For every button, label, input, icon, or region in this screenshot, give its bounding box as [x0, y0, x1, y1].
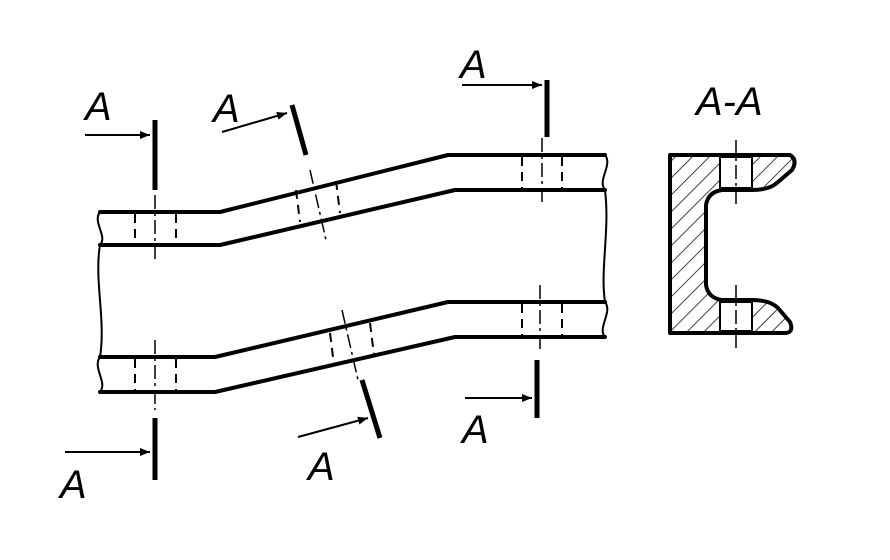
upper-flange-top-edge: [98, 153, 607, 214]
label-a-top-right: A: [458, 43, 487, 87]
lower-flange-holes: [134, 304, 563, 390]
label-a-top-left: A: [83, 85, 112, 129]
channel-section-hatched: [668, 153, 797, 335]
section-a-a-profile: [668, 140, 797, 348]
arrow-top-middle: [221, 111, 288, 133]
lower-flange-bottom-edge: [98, 335, 607, 394]
lower-flange-top-edge: [98, 300, 607, 359]
label-a-bottom-left: A: [58, 463, 87, 507]
labels: A A A A A A A-A: [58, 43, 763, 507]
upper-flange-bottom-edge: [98, 188, 607, 247]
section-upper-hole: [719, 156, 753, 189]
hole-center-lines: [154, 138, 543, 410]
cut-mark-top-middle: [289, 104, 309, 156]
cut-mark-bottom-middle: [359, 379, 383, 439]
section-marks: [65, 80, 550, 480]
label-a-bottom-middle: A: [306, 445, 335, 489]
arrow-bottom-middle: [297, 416, 369, 438]
label-a-bottom-right: A: [460, 408, 489, 452]
upper-flange-holes: [134, 157, 563, 243]
label-a-top-middle: A: [211, 87, 240, 131]
section-title: A-A: [694, 80, 763, 124]
beam-plan-view: [96, 138, 609, 410]
left-break-line: [96, 211, 104, 393]
right-break-line: [601, 154, 609, 338]
